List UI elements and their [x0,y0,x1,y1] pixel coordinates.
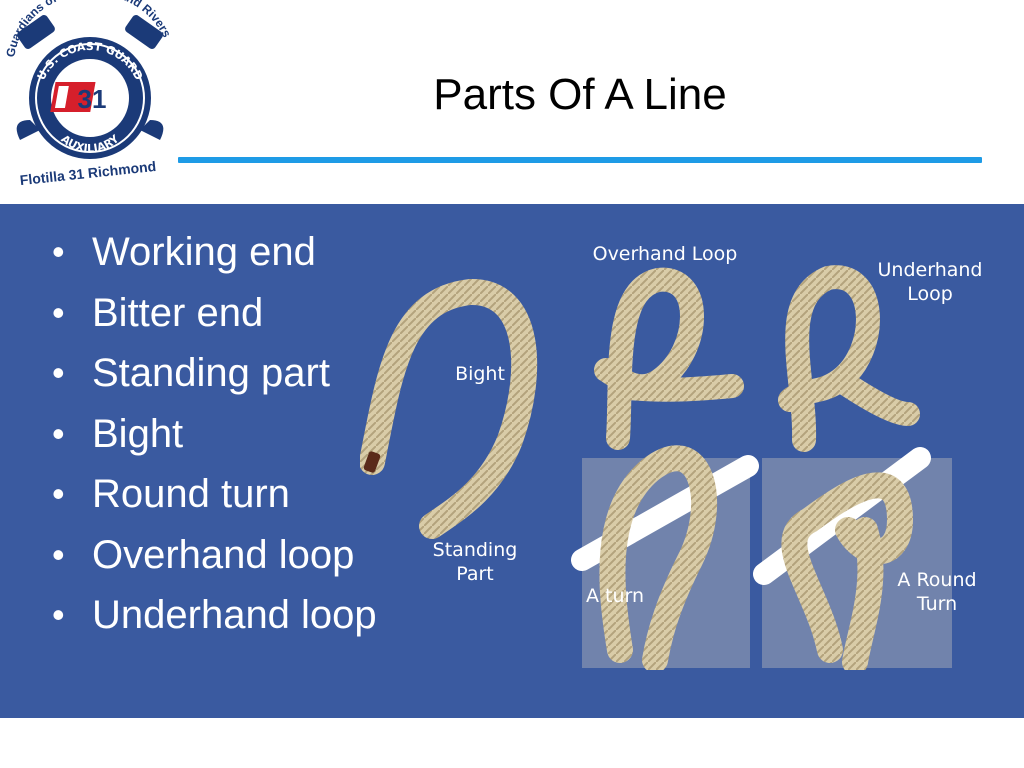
bight-rope [360,279,538,539]
label-round-turn: A Round Turn [897,569,977,615]
label-a-turn: A turn [585,585,645,607]
logo-banner: Flotilla 31 Richmond [19,158,157,188]
title-divider [178,157,982,163]
label-standing-part: Standing Part [432,539,518,585]
label-overhand-loop: Overhand Loop [592,243,738,265]
bullet-list: •Working end •Bitter end •Standing part … [52,222,377,646]
bullet-item: •Working end [52,230,316,274]
coast-guard-auxiliary-logo: U.S. COAST GUARD AUXILIARY 31 Guardians … [3,0,174,188]
bullet-item: •Bight [52,411,184,456]
rope-illustration [360,265,952,670]
logo-center-number: 31 [78,84,107,114]
bullet-item: •Overhand loop [52,532,355,577]
label-bight: Bight [455,363,505,385]
bullet-item: •Standing part [52,351,330,395]
label-underhand-loop: Underhand Loop [877,259,983,305]
slide-title: Parts Of A Line [433,70,727,119]
underhand-loop-rope [778,265,920,452]
rope-figures: Overhand Loop Underhand Loop Bight Stand… [360,230,1000,670]
turn-rope [599,445,718,670]
anchor-icon [16,15,164,140]
overhand-loop-rope [594,267,744,450]
bullet-item: •Underhand loop [52,593,377,637]
round-turn-rope [781,472,914,670]
bullet-item: •Round turn [52,472,290,516]
bullet-item: •Bitter end [52,290,264,335]
